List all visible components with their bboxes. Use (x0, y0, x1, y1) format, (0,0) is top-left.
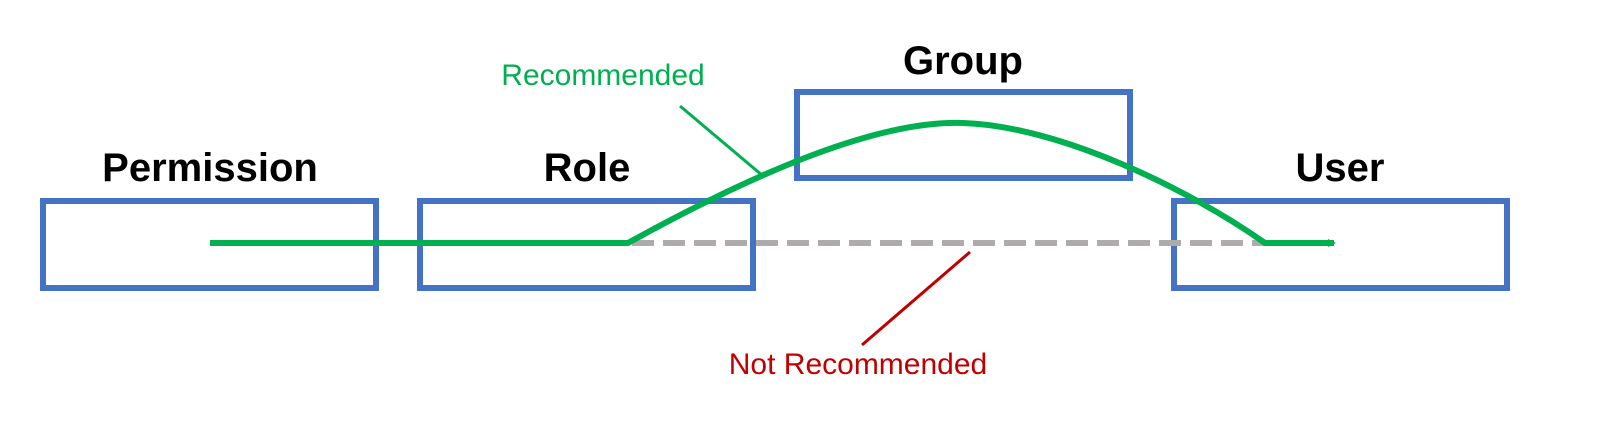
not-recommended-label: Not Recommended (729, 348, 987, 381)
permission-label: Permission (102, 146, 318, 190)
recommended-leader-line (679, 104, 764, 178)
recommended-path (210, 119, 1336, 247)
recommended-label: Recommended (501, 59, 704, 92)
group-box (794, 89, 1133, 181)
not-recommended-leader-line (861, 250, 971, 347)
role-label: Role (544, 146, 631, 190)
group-label: Group (903, 39, 1023, 83)
user-label: User (1296, 146, 1385, 190)
